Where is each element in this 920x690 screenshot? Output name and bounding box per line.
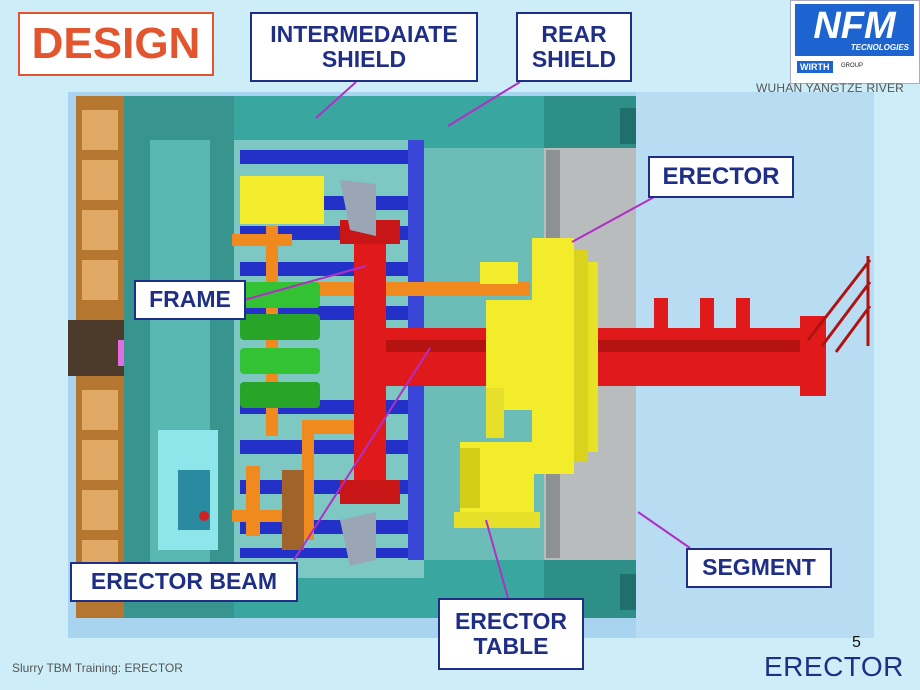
yellow-tank [240,176,324,224]
callout-arrows [243,81,691,599]
callout-rear-shield: REAR SHIELD [516,12,632,82]
callout-segment: SEGMENT [686,548,832,588]
grey-linkages [340,180,376,566]
nfm-logo: NFM TECNOLOGIES WIRTH GROUP [790,0,920,84]
arrow-frame [243,265,367,301]
platform-railing [806,256,872,353]
callout-rear-shield-line1: REAR [541,20,607,47]
slide-title: DESIGN [18,12,214,76]
logo-subtitle: TECNOLOGIES [850,43,909,52]
erector-yellow [454,238,598,528]
callout-erector-beam: ERECTOR BEAM [70,562,298,602]
location-label: WUHAN YANGTZE RIVER [756,81,905,95]
frame-green-cylinders [240,282,320,408]
page-number: 5 [852,634,861,651]
callout-frame: FRAME [134,280,246,320]
logo-brand: NFM [795,4,914,56]
callout-rear-shield-line2: SHIELD [531,46,617,72]
logo-wirth: WIRTH [797,61,833,73]
arrow-rear-shield [447,81,521,127]
callout-erector-table-line1: ERECTOR [454,607,568,634]
callout-erector-table-line2: TABLE [473,633,549,659]
logo-group: GROUP [841,63,864,69]
footer-course-title: Slurry TBM Training: ERECTOR [12,661,183,675]
callout-intermediate-shield-line2: SHIELD [321,46,407,72]
callout-intermediate-shield-line1: INTERMEDAIATE [270,20,458,47]
callout-erector-table: ERECTOR TABLE [438,598,584,670]
front-shield [124,96,240,618]
arrow-segment [637,511,691,549]
footer-section-title: ERECTOR [764,651,904,682]
callout-erector: ERECTOR [648,156,794,198]
arrow-intermediate-shield [315,81,357,119]
arrow-erector [571,195,657,243]
arrow-erector-beam [293,347,431,561]
arrow-erector-table [485,519,509,599]
callout-intermediate-shield: INTERMEDAIATE SHIELD [250,12,478,82]
